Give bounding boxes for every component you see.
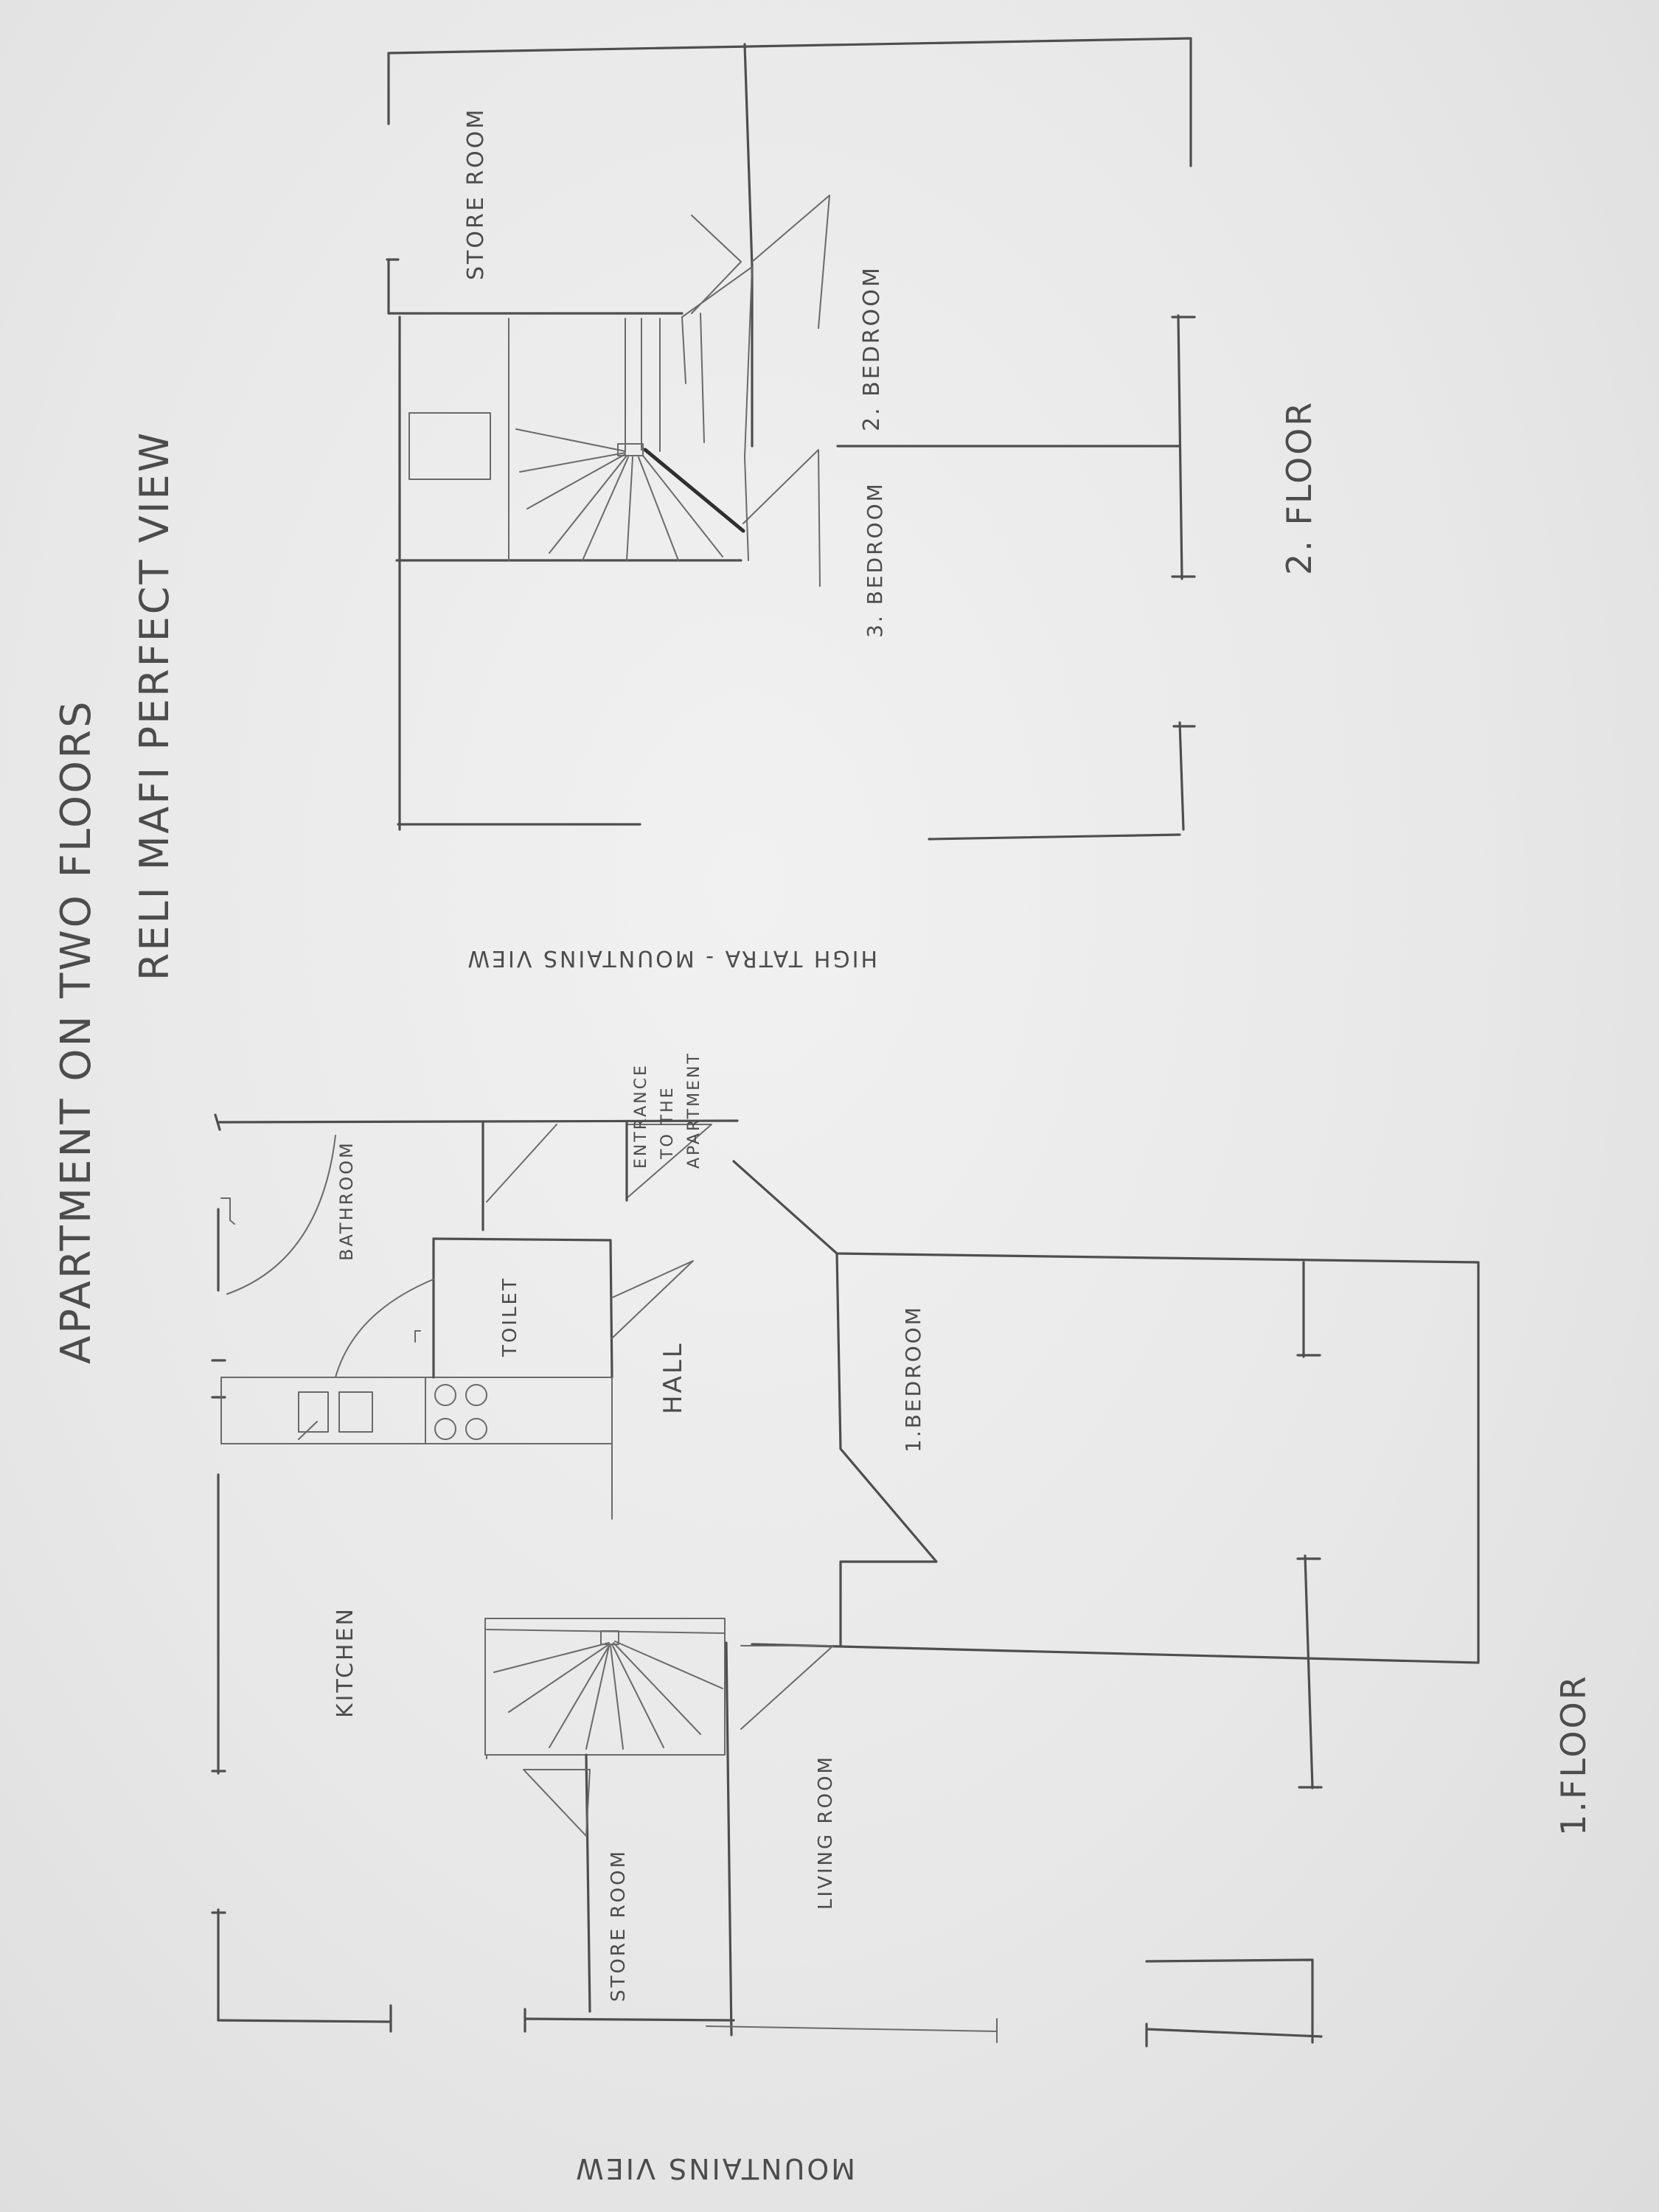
floor-2-plan (386, 37, 1196, 841)
floor2-label: 2. FLOOR (1279, 400, 1319, 575)
title-block: APARTMENT ON TWO FLOORS RELI MAFI PERFEC… (52, 431, 178, 1364)
kitchen-label: KITCHEN (333, 1607, 358, 1718)
entrance-line-3: APARTMENT (685, 1051, 703, 1169)
entrance-line-2: TO THE (658, 1085, 677, 1160)
hall-label: HALL (658, 1341, 688, 1414)
floor1-label: 1.FLOOR (1554, 1674, 1593, 1836)
high-tatra-view-label: HIGH TATRA - MOUNTAINS VIEW (465, 945, 877, 971)
entrance-label: ENTRANCE TO THE APARTMENT (632, 1051, 703, 1169)
floor2-bedroom-3-label: 3. BEDROOM (863, 481, 887, 638)
floor2-store-room-label: STORE ROOM (463, 108, 489, 280)
plan-subtitle: RELI MAFI PERFECT VIEW (131, 431, 178, 981)
bedroom-1-label: 1.BEDROOM (901, 1305, 925, 1453)
store-room-label: STORE ROOM (608, 1849, 630, 2002)
toilet-label: TOILET (499, 1276, 521, 1357)
floor2-bedroom-2-label: 2. BEDROOM (859, 265, 885, 431)
plan-title: APARTMENT ON TWO FLOORS (52, 699, 100, 1364)
living-room-label: LIVING ROOM (815, 1755, 837, 1910)
bathroom-label: BATHROOM (336, 1141, 357, 1261)
entrance-line-1: ENTRANCE (632, 1063, 650, 1169)
floor-1-plan (211, 1113, 1480, 2048)
mountains-view-label: MOUNTAINS VIEW (574, 2152, 855, 2185)
